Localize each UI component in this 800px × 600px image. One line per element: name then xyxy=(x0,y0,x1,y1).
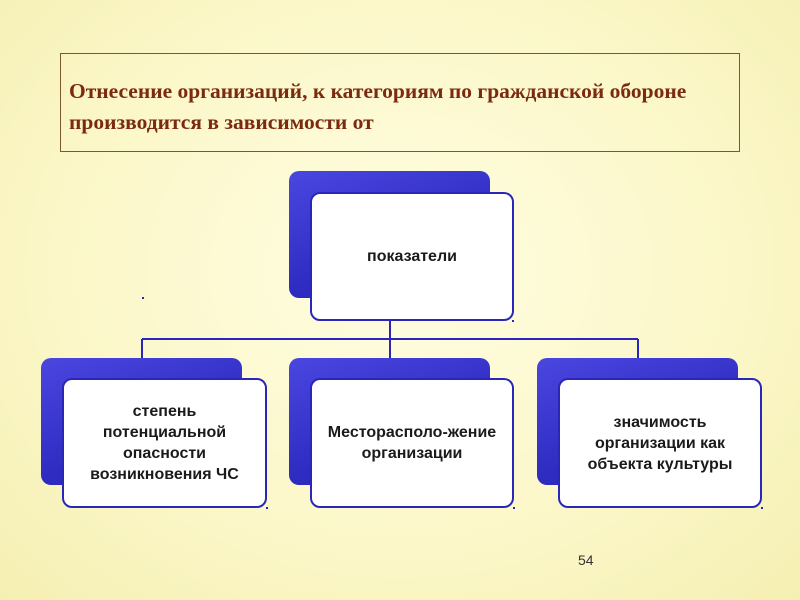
root-node: показатели xyxy=(310,192,514,321)
child-node-1-label: степень потенциальной опасности возникно… xyxy=(90,403,239,483)
decor-dot xyxy=(266,507,268,509)
title-frame: Отнесение организаций, к категориям по г… xyxy=(60,53,740,152)
slide-title: Отнесение организаций, к категориям по г… xyxy=(69,79,687,134)
decor-dot xyxy=(512,320,514,322)
decor-dot xyxy=(142,297,144,299)
child-node-2-label: Месторасполо-жение организации xyxy=(327,424,497,462)
child-node-3-label: значимость организации как объекта культ… xyxy=(587,413,733,473)
decor-dot xyxy=(513,507,515,509)
child-node-1: степень потенциальной опасности возникно… xyxy=(62,378,267,508)
root-node-label: показатели xyxy=(367,248,457,265)
decor-dot xyxy=(761,507,763,509)
page-number: 54 xyxy=(578,552,594,568)
child-node-3: значимость организации как объекта культ… xyxy=(558,378,762,508)
child-node-2: Месторасполо-жение организации xyxy=(310,378,514,508)
